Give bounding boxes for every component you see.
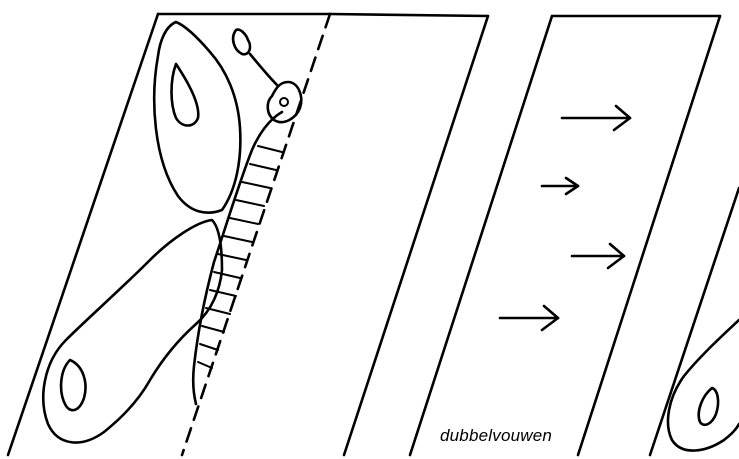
- folded-wing-outline: [666, 318, 739, 452]
- arrow-right-icon: [498, 104, 632, 332]
- butterfly-head: [266, 80, 303, 124]
- butterfly-body: [191, 110, 284, 406]
- butterfly-lower-wing-spot: [59, 358, 87, 412]
- left-panel-left-edge: [6, 12, 160, 457]
- butterfly-body-stripes: [197, 145, 283, 369]
- middle-panel-top-edge: [328, 12, 490, 18]
- folded-panel-edge: [648, 186, 739, 457]
- right-panel: [408, 14, 722, 457]
- butterfly-icon: [42, 20, 303, 444]
- middle-panel-right-edge: [342, 14, 490, 457]
- butterfly-antenna-tip: [231, 28, 252, 56]
- butterfly-antenna: [248, 52, 280, 88]
- arrow-2: [540, 176, 580, 196]
- arrow-3: [570, 242, 626, 270]
- middle-panel: [328, 12, 490, 457]
- butterfly-eye: [279, 97, 289, 107]
- butterfly-lower-wing: [42, 218, 224, 444]
- butterfly-upper-wing-spot: [170, 62, 200, 127]
- folded-wing-spot: [697, 386, 720, 427]
- butterfly-upper-wing: [152, 20, 242, 214]
- fold-instruction-caption: dubbelvouwen: [440, 426, 553, 445]
- fold-line-dashed: [180, 12, 332, 457]
- right-panel-right-edge: [576, 14, 722, 457]
- right-panel-left-edge: [408, 14, 554, 457]
- arrow-1: [560, 104, 632, 132]
- folded-preview-panel: [648, 186, 739, 457]
- arrow-4: [498, 304, 560, 332]
- left-panel: [6, 12, 332, 457]
